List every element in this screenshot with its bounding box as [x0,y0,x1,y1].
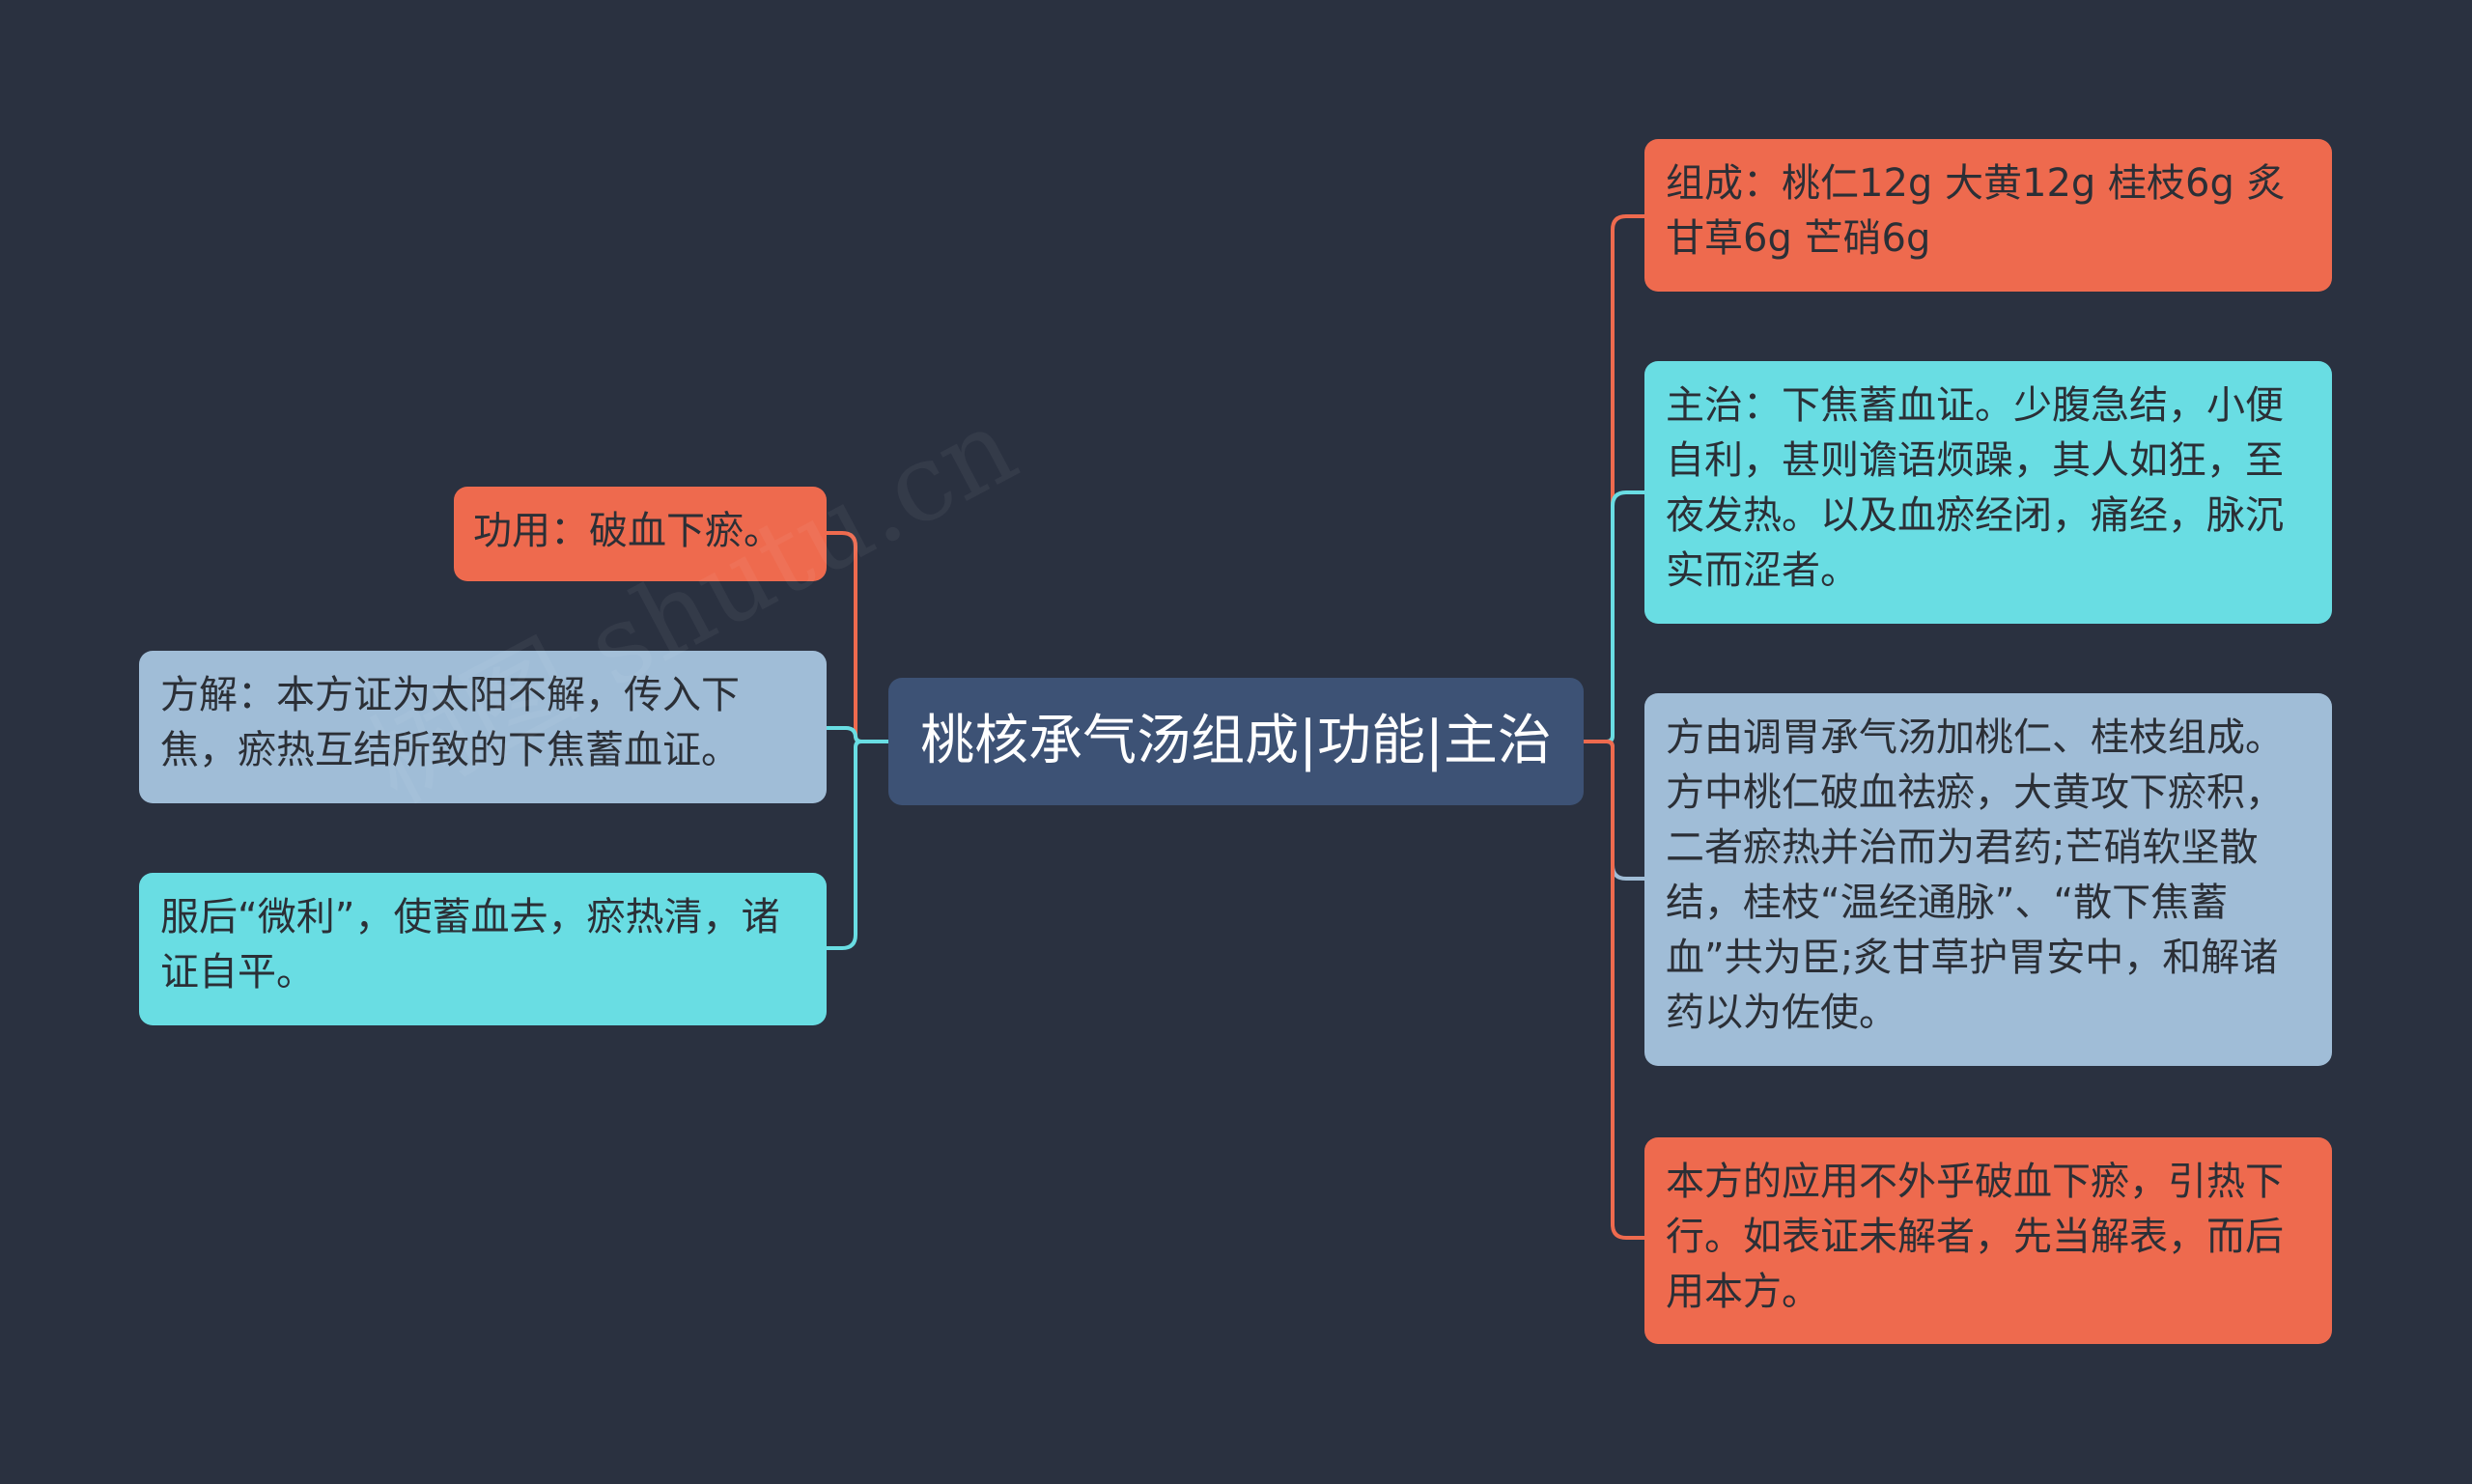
right-node-application-text: 本方的应用不外乎破血下瘀，引热下行。如表证未解者，先当解表，而后用本方。 [1666,1160,2284,1314]
connector-left-3 [827,740,888,950]
left-node-function-text: 功用：破血下瘀。 [473,509,782,553]
left-node-function[interactable]: 功用：破血下瘀。 [454,487,827,581]
right-node-formula-explanation[interactable]: 方由调胃承气汤加桃仁、桂枝组成。方中桃仁破血祛瘀，大黄攻下瘀积，二者瘀热并治而为… [1644,693,2332,1066]
left-node-after-taking-text: 服后“微利”，使蓄血去，瘀热清，诸证自平。 [160,895,780,994]
connector-right-4 [1584,740,1644,1240]
left-node-after-taking[interactable]: 服后“微利”，使蓄血去，瘀热清，诸证自平。 [139,873,827,1025]
right-node-composition-text: 组成：桃仁12g 大黄12g 桂枝6g 炙甘草6g 芒硝6g [1666,161,2286,261]
right-node-application[interactable]: 本方的应用不外乎破血下瘀，引热下行。如表证未解者，先当解表，而后用本方。 [1644,1137,2332,1344]
central-topic[interactable]: 桃核承气汤组成|功能|主治 [888,678,1584,805]
left-node-analysis-text: 方解：本方证为太阳不解，传入下焦，瘀热互结所致的下焦蓄血证。 [160,673,740,772]
left-node-analysis[interactable]: 方解：本方证为太阳不解，传入下焦，瘀热互结所致的下焦蓄血证。 [139,651,827,803]
right-node-formula-explanation-text: 方由调胃承气汤加桃仁、桂枝组成。方中桃仁破血祛瘀，大黄攻下瘀积，二者瘀热并治而为… [1666,715,2284,1035]
central-topic-text: 桃核承气汤组成|功能|主治 [920,710,1552,772]
right-node-indication[interactable]: 主治：下焦蓄血证。少腹急结，小便自利，甚则谵语烦躁，其人如狂，至夜发热。以及血瘀… [1644,361,2332,624]
right-node-indication-text: 主治：下焦蓄血证。少腹急结，小便自利，甚则谵语烦躁，其人如狂，至夜发热。以及血瘀… [1666,383,2284,593]
connector-right-2 [1584,490,1644,743]
connector-left-1 [827,531,888,743]
right-node-composition[interactable]: 组成：桃仁12g 大黄12g 桂枝6g 炙甘草6g 芒硝6g [1644,139,2332,292]
